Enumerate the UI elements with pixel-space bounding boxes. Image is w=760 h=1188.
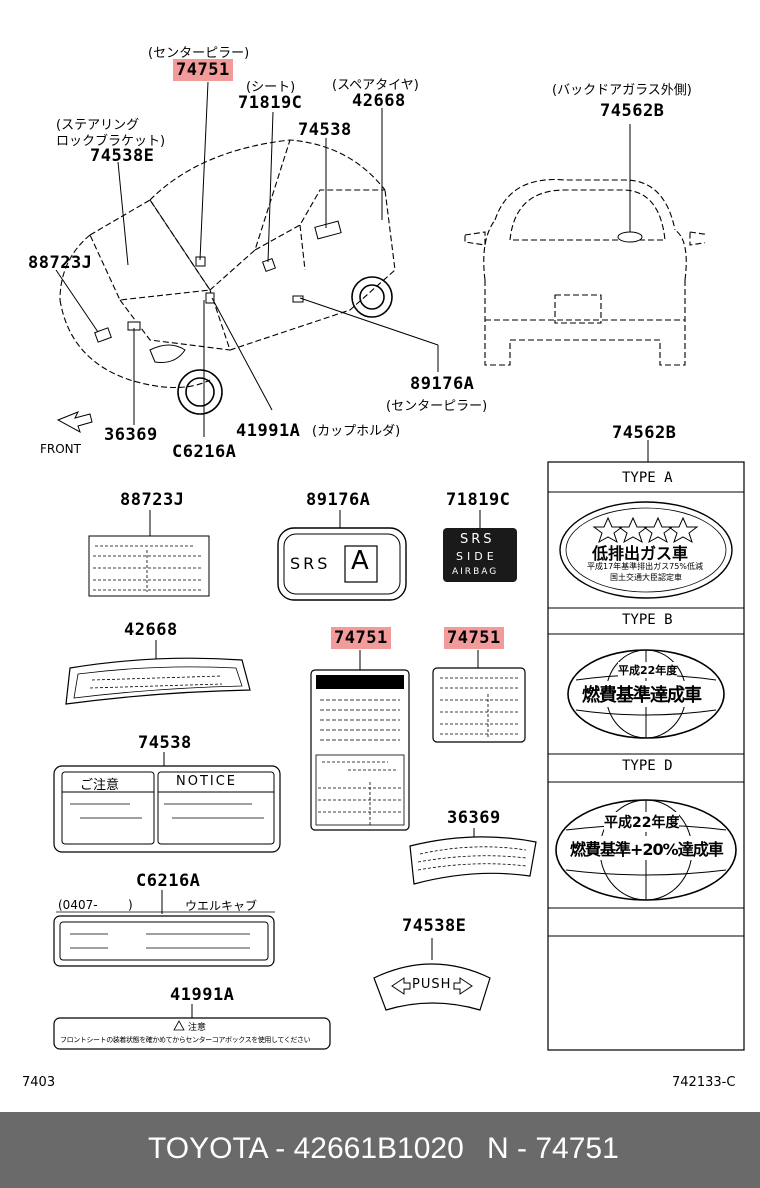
type-a-line1: 低排出ガス車 bbox=[592, 544, 689, 563]
part-74538e-label: 74538E bbox=[90, 146, 155, 166]
part-74562b-top-label: 74562B bbox=[600, 101, 665, 121]
part-42668-label: 42668 bbox=[352, 91, 406, 111]
back-door-glass-label: (バックドアガラス外側) bbox=[552, 83, 692, 98]
part-88723j-title: 88723J bbox=[120, 490, 185, 510]
part-74751-top-label: 74751 bbox=[173, 59, 233, 81]
cupholder-label: (カップホルダ) bbox=[312, 424, 401, 439]
type-d-line2: 燃費基準+20%達成車 bbox=[570, 836, 724, 860]
type-d-line1: 平成22年度 bbox=[604, 812, 680, 832]
code-right: 742133-C bbox=[672, 1075, 736, 1090]
label-41991a bbox=[53, 1004, 331, 1050]
type-d-label: TYPE D bbox=[622, 758, 673, 774]
part-42668-title: 42668 bbox=[124, 620, 178, 640]
part-74538e-title: 74538E bbox=[402, 916, 467, 936]
type-a-line2: 平成17年基準排出ガス75%低減 bbox=[587, 562, 703, 571]
part-74562b-panel-title: 74562B bbox=[612, 423, 677, 443]
label-71819c-frame bbox=[443, 510, 517, 582]
part-89176a-label: 89176A bbox=[410, 374, 475, 394]
type-a-line3: 国土交通大臣認定車 bbox=[610, 573, 682, 582]
part-c6216a-title: C6216A bbox=[136, 871, 201, 891]
part-74538-title: 74538 bbox=[138, 733, 192, 753]
part-74751-a-highlight: 74751 bbox=[331, 627, 391, 649]
part-36369-label: 36369 bbox=[104, 425, 158, 445]
part-36369-title: 36369 bbox=[447, 808, 501, 828]
part-74751-top-highlight: 74751 bbox=[173, 59, 233, 81]
part-89176a-title: 89176A bbox=[306, 490, 371, 510]
notice-41991a-head: 注意 bbox=[188, 1023, 207, 1033]
part-88723j-label: 88723J bbox=[28, 253, 93, 273]
label-74751-a bbox=[310, 650, 410, 831]
part-74751-b-highlight: 74751 bbox=[444, 627, 504, 649]
part-c6216a-label: C6216A bbox=[172, 442, 237, 462]
label-74538e bbox=[373, 938, 491, 1011]
steering-label-2: ロックブラケット) bbox=[56, 134, 166, 149]
spare-tire-label: (スペアタイヤ) bbox=[332, 78, 419, 93]
label-74751-b bbox=[432, 650, 526, 743]
c6216a-note-paren: ) bbox=[128, 898, 133, 912]
steering-label-1: (ステアリング bbox=[56, 118, 140, 133]
car-front-illustration bbox=[55, 81, 439, 437]
front-direction-label: FRONT bbox=[40, 442, 81, 456]
part-71819c-label: 71819C bbox=[238, 93, 303, 113]
seat-label: (シート) bbox=[246, 80, 296, 95]
footer-part-number: TOYOTA - 42661B1020 bbox=[148, 1132, 464, 1165]
type-b-line1: 平成22年度 bbox=[618, 662, 678, 678]
car-rear-illustration bbox=[464, 124, 705, 366]
panel-74562b-frame bbox=[547, 440, 745, 1051]
center-pillar-top-label: (センターピラー) bbox=[148, 46, 250, 61]
part-71819c-title: 71819C bbox=[446, 490, 511, 510]
airbag-srs: SRS bbox=[460, 532, 495, 547]
part-41991a-title: 41991A bbox=[170, 985, 235, 1005]
type-b-label: TYPE B bbox=[622, 612, 673, 628]
srs-letter-a: A bbox=[351, 546, 369, 576]
notice-41991a-body: フロントシートの装着状態を確かめてからセンターコアボックスを使用してください bbox=[60, 1036, 311, 1044]
type-b-line2: 燃費基準達成車 bbox=[582, 681, 702, 707]
notice-en: NOTICE bbox=[176, 774, 238, 789]
footer-bar: TOYOTA - 42661B1020 N - 74751 bbox=[0, 1112, 760, 1188]
label-89176a-frame bbox=[277, 510, 407, 601]
label-74538 bbox=[53, 752, 281, 853]
airbag-side: SIDE bbox=[456, 550, 498, 563]
c6216a-note-left: (0407- bbox=[58, 898, 98, 912]
c6216a-note-right: ウエルキャブ bbox=[185, 899, 258, 913]
label-42668 bbox=[65, 640, 251, 705]
type-a-label: TYPE A bbox=[622, 470, 673, 486]
srs-text: SRS bbox=[290, 554, 331, 573]
label-36369 bbox=[409, 828, 537, 885]
airbag-airbag: AIRBAG bbox=[452, 567, 499, 577]
part-74538-label: 74538 bbox=[298, 120, 352, 140]
footer-n-number: N - 74751 bbox=[487, 1132, 619, 1165]
part-41991a-label: 41991A bbox=[236, 421, 301, 441]
code-left: 7403 bbox=[22, 1075, 56, 1090]
center-pillar-bottom-label: (センターピラー) bbox=[386, 399, 488, 414]
push-text: PUSH bbox=[412, 977, 452, 992]
part-74751-b-title: 74751 bbox=[444, 627, 504, 649]
part-74751-a-title: 74751 bbox=[331, 627, 391, 649]
label-88723j bbox=[88, 510, 210, 597]
notice-jp: ご注意 bbox=[80, 778, 120, 793]
label-c6216a bbox=[53, 890, 275, 967]
